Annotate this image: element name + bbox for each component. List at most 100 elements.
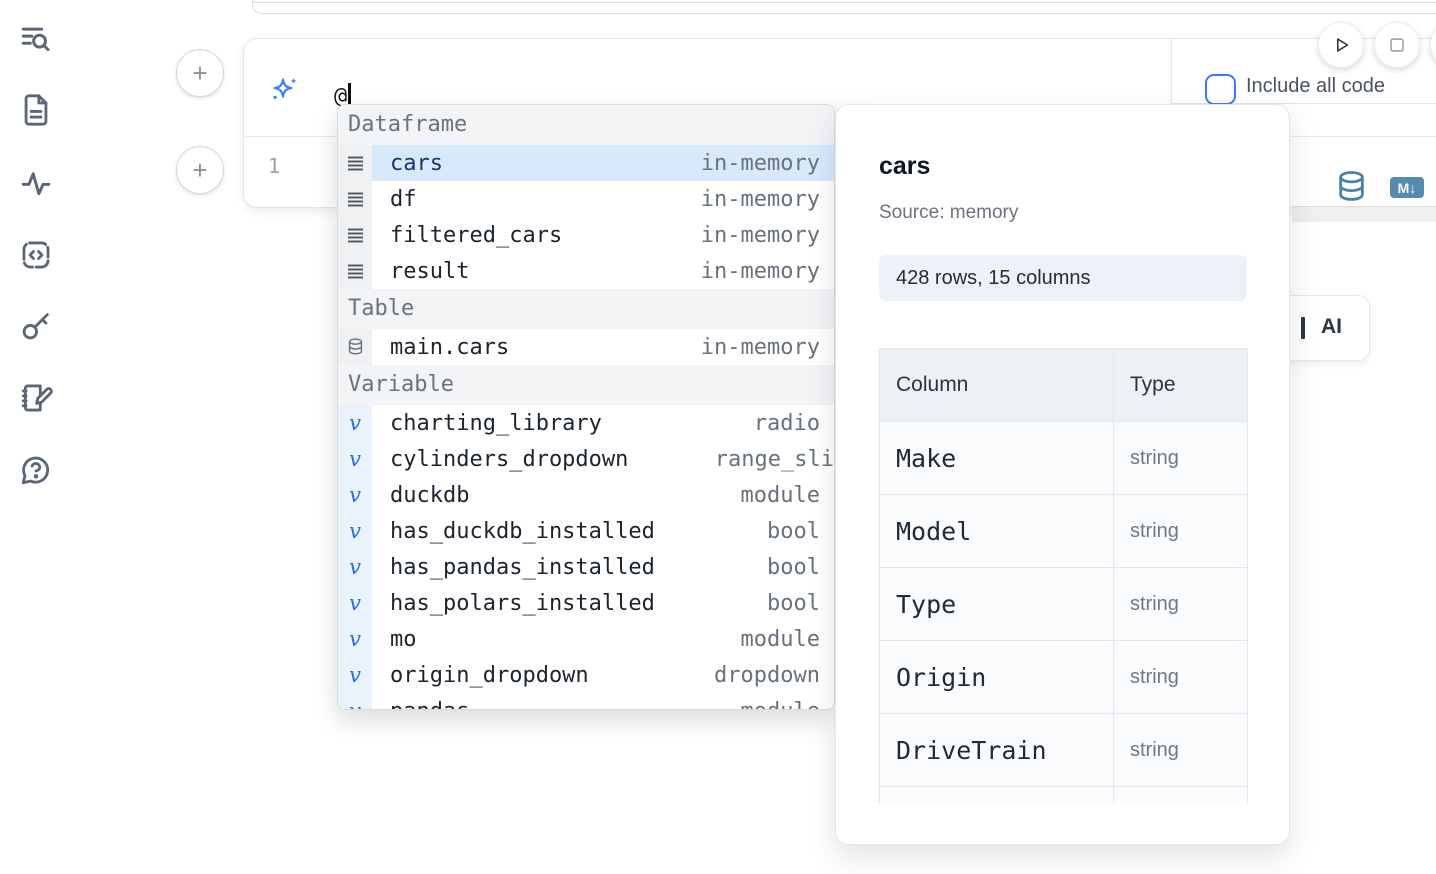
column-name-cell: Origin [879, 640, 1114, 714]
table-row: Model string [879, 494, 1248, 568]
schema-table-wrap: Column Type Make string Model string Typ… [879, 348, 1248, 803]
item-type: in-memory [700, 150, 820, 176]
item-name: pandas [372, 699, 469, 710]
item-name: cylinders_dropdown [390, 446, 629, 472]
table-database-icon [348, 338, 362, 355]
stop-square-icon [1390, 38, 1404, 52]
key-icon[interactable] [19, 309, 53, 343]
autocomplete-row-df[interactable]: df in-memory [338, 181, 834, 217]
markdown-convert-button[interactable]: M↓ [1390, 177, 1424, 198]
dataframe-rows-icon [347, 228, 363, 242]
code-snippet-icon[interactable] [19, 238, 53, 272]
section-header-dataframe: Dataframe [338, 105, 834, 145]
item-type: bool [767, 590, 820, 616]
file-text-icon[interactable] [19, 93, 53, 127]
column-type-cell: string [1113, 713, 1248, 787]
previous-cell-divider [253, 2, 1436, 3]
activity-icon[interactable] [19, 166, 53, 200]
preview-title: cars [879, 152, 931, 180]
column-name-cell: Make [879, 421, 1114, 495]
variable-icon: v [349, 626, 361, 651]
column-type-cell: string [1113, 640, 1248, 714]
item-name: df [390, 186, 417, 212]
autocomplete-row-cars[interactable]: cars in-memory [338, 145, 834, 181]
toc-search-icon[interactable] [19, 22, 53, 56]
item-name: charting_library [390, 410, 602, 436]
add-cell-above-button[interactable]: + [176, 49, 224, 97]
column-type-cell: string [1113, 421, 1248, 495]
table-row: Origin string [879, 640, 1248, 714]
play-icon [1337, 38, 1349, 52]
include-all-code-checkbox[interactable] [1205, 74, 1236, 105]
item-name: duckdb [390, 482, 470, 508]
table-row: Make string [879, 421, 1248, 495]
autocomplete-row-has-duckdb-installed[interactable]: v has_duckdb_installed bool [338, 513, 834, 549]
ai-sparkle-icon [273, 77, 297, 99]
column-name-cell: Model [879, 494, 1114, 568]
text-caret [348, 82, 351, 110]
previous-cell-edge [252, 0, 1436, 14]
variable-icon: v [349, 662, 361, 687]
include-all-code-label: Include all code [1246, 75, 1385, 97]
help-chat-icon[interactable] [19, 453, 53, 487]
autocomplete-row-result[interactable]: result in-memory [338, 253, 834, 289]
section-header-table: Table [338, 289, 834, 329]
item-type: bool [767, 554, 820, 580]
item-name: has_polars_installed [390, 590, 655, 616]
item-name: cars [390, 150, 443, 176]
item-type: module [740, 626, 820, 652]
autocomplete-row-mo[interactable]: v mo module [338, 621, 834, 657]
autocomplete-row-has-pandas-installed[interactable]: v has_pandas_installed bool [338, 549, 834, 585]
table-row: Type string [879, 567, 1248, 641]
schema-table: Column Type Make string Model string Typ… [879, 348, 1248, 803]
variable-icon: v [349, 700, 361, 709]
ai-prompt-input[interactable]: @ [334, 79, 1154, 113]
item-type: in-memory [700, 258, 820, 284]
item-type: in-memory [700, 222, 820, 248]
item-type: module [741, 699, 834, 710]
variable-icon: v [349, 446, 361, 471]
variable-icon: v [349, 554, 361, 579]
item-type: dropdown [714, 662, 820, 688]
item-name: origin_dropdown [390, 662, 589, 688]
autocomplete-row-clipped[interactable]: v pandas module [338, 693, 834, 710]
preview-source: Source: memory [879, 202, 1019, 223]
database-icon[interactable] [1336, 170, 1367, 204]
schema-header-type: Type [1113, 348, 1248, 422]
item-name: mo [390, 626, 417, 652]
item-type: in-memory [700, 334, 820, 360]
item-type: in-memory [700, 186, 820, 212]
column-name-cell: Type [879, 567, 1114, 641]
cell-output-strip [1292, 206, 1436, 222]
variable-icon: v [349, 482, 361, 507]
item-type: bool [767, 518, 820, 544]
stop-cell-button[interactable] [1374, 22, 1420, 68]
autocomplete-row-origin-dropdown[interactable]: v origin_dropdown dropdown [338, 657, 834, 693]
item-name: has_duckdb_installed [390, 518, 655, 544]
clipped-letter [1301, 317, 1305, 339]
variable-icon: v [349, 410, 361, 435]
column-type-cell: string [1113, 494, 1248, 568]
item-type: range_sli [714, 446, 834, 472]
table-row: DriveTrain string [879, 713, 1248, 787]
dataframe-rows-icon [347, 192, 363, 206]
dataframe-rows-icon [347, 264, 363, 278]
autocomplete-row-cylinders-dropdown[interactable]: v cylinders_dropdown range_sli [338, 441, 834, 477]
add-cell-below-button[interactable]: + [176, 146, 224, 194]
scratchpad-icon[interactable] [19, 381, 53, 415]
item-name: has_pandas_installed [390, 554, 655, 580]
dataframe-rows-icon [347, 156, 363, 170]
line-number: 1 [268, 154, 281, 178]
variable-icon: v [349, 518, 361, 543]
table-row-clipped [879, 786, 1248, 803]
section-header-variable: Variable [338, 365, 834, 405]
item-name: result [390, 258, 470, 284]
run-cell-button[interactable] [1318, 22, 1364, 68]
preview-stats-badge: 428 rows, 15 columns [879, 255, 1247, 301]
